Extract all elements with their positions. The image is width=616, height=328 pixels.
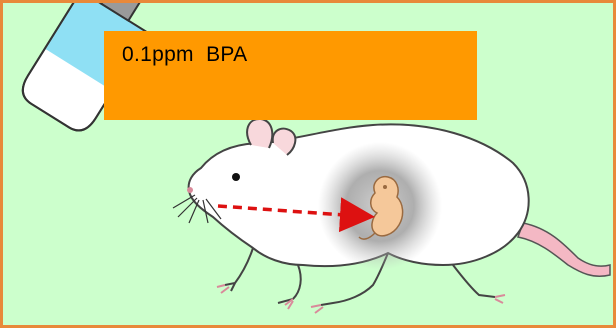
label-box: 0.1ppm BPA [104,31,477,120]
label-text: 0.1ppm BPA [122,43,247,67]
